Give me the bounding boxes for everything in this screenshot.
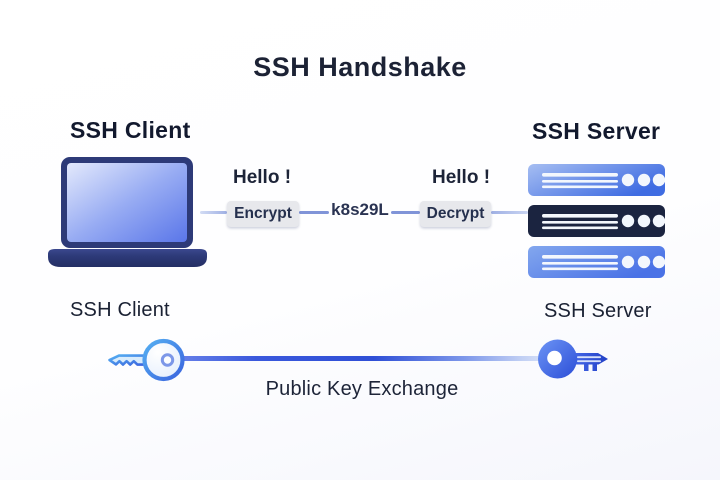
client-hello-message: Hello ! bbox=[232, 167, 292, 188]
encrypt-badge: Encrypt bbox=[227, 201, 299, 227]
laptop-icon bbox=[48, 157, 207, 267]
connector-decrypt-to-server bbox=[491, 211, 528, 214]
connector-laptop-to-encrypt bbox=[200, 211, 227, 214]
client-key-icon bbox=[108, 338, 185, 382]
server-stack-icon bbox=[528, 164, 665, 278]
server-unit-top bbox=[528, 164, 665, 196]
server-hello-message: Hello ! bbox=[431, 167, 491, 188]
decrypt-badge: Decrypt bbox=[420, 201, 491, 227]
exchange-client-label: SSH Client bbox=[70, 299, 170, 321]
exchange-caption: Public Key Exchange bbox=[265, 378, 459, 400]
client-section-label: SSH Client bbox=[70, 117, 191, 143]
exchange-server-label: SSH Server bbox=[544, 300, 652, 322]
public-key-exchange-line bbox=[170, 356, 562, 361]
connector-cipher-to-decrypt bbox=[391, 211, 420, 214]
ciphertext-label: k8s29L bbox=[331, 200, 389, 219]
server-key-icon bbox=[538, 339, 608, 379]
server-unit-bottom bbox=[528, 246, 665, 278]
connector-encrypt-to-cipher bbox=[299, 211, 329, 214]
server-section-label: SSH Server bbox=[532, 118, 661, 144]
page-title: SSH Handshake bbox=[253, 52, 467, 82]
server-unit-middle bbox=[528, 205, 665, 237]
